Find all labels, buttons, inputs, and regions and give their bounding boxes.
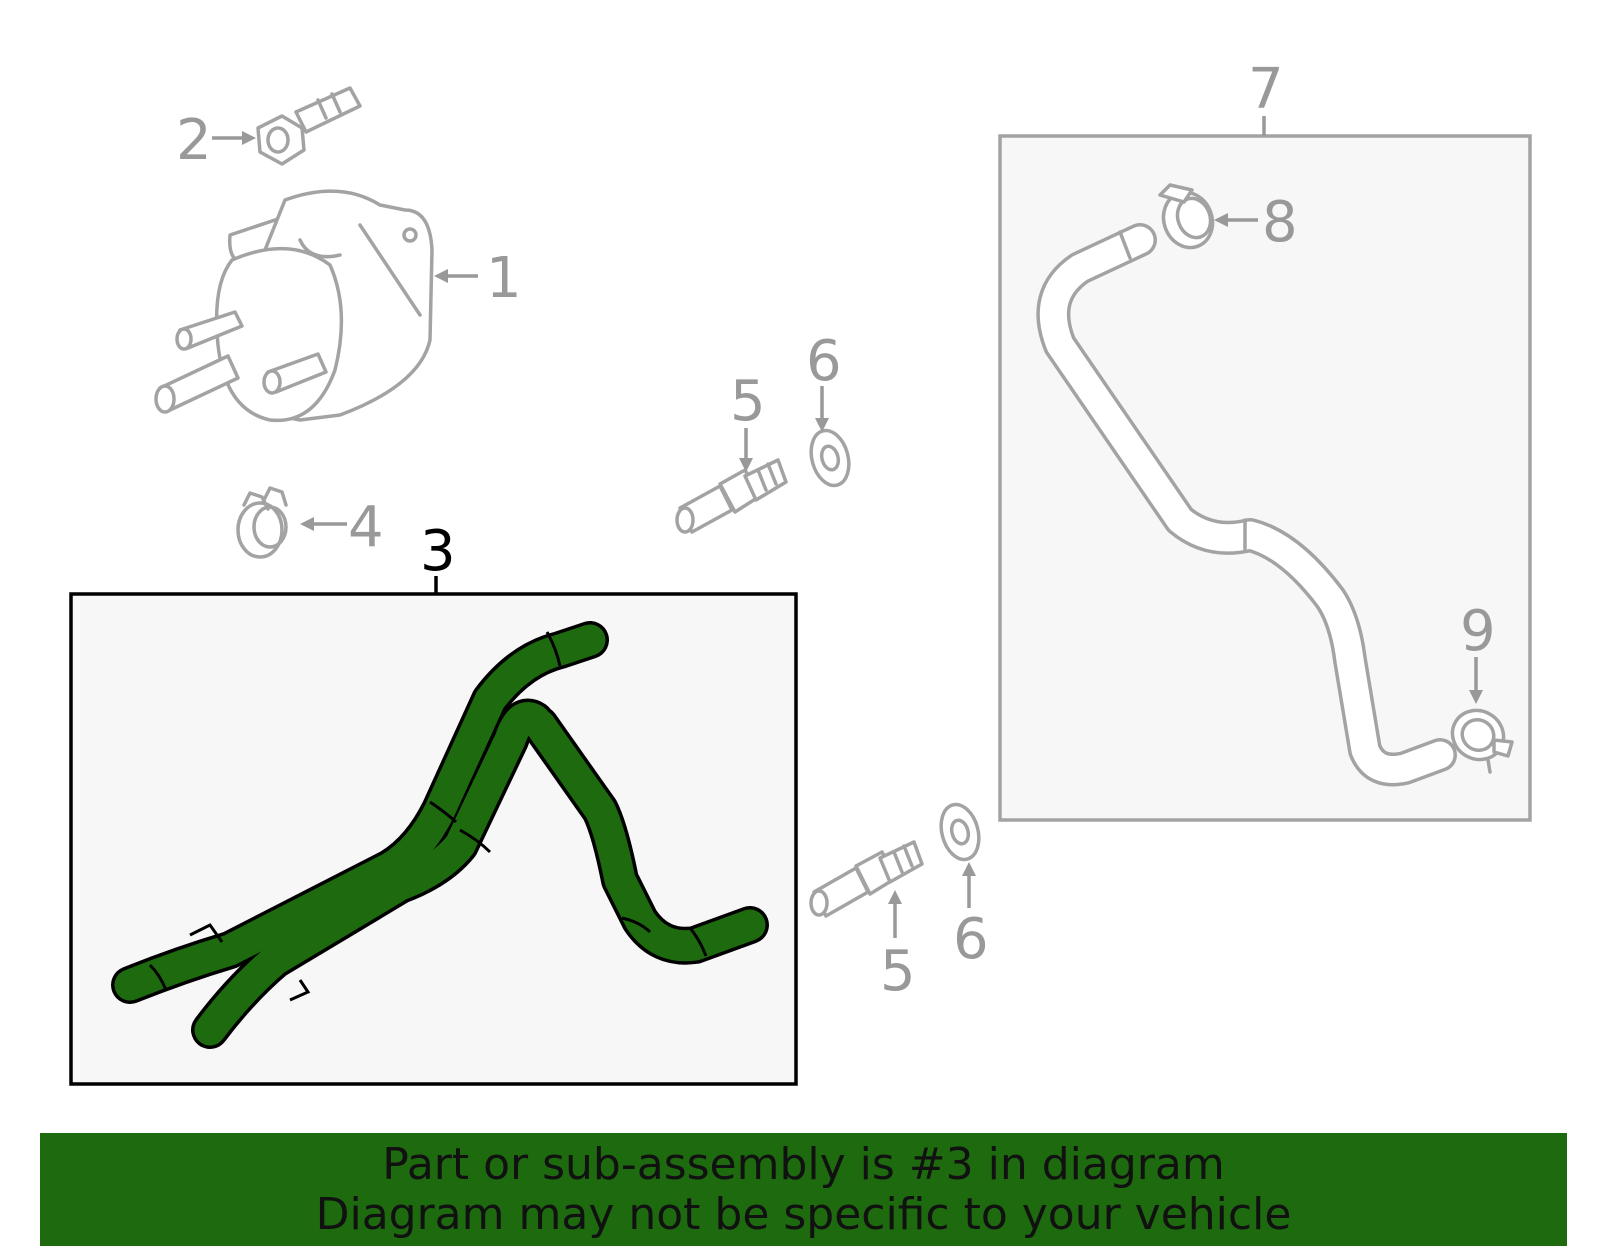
callout-4: 4 — [348, 495, 384, 560]
callout-7: 7 — [1248, 57, 1284, 122]
hose-assembly-part-7[interactable] — [998, 134, 1532, 822]
callout-6-upper: 6 — [806, 329, 842, 394]
callout-8: 8 — [1262, 190, 1298, 255]
clamp-part-4[interactable] — [236, 486, 288, 559]
callout-1: 1 — [486, 246, 522, 311]
clamp-part-9[interactable] — [1443, 701, 1514, 774]
oil-cooler-part-1[interactable] — [154, 189, 434, 423]
part-notice-banner: Part or sub-assembly is #3 in diagram Di… — [40, 1133, 1567, 1246]
washer-part-6-upper[interactable] — [805, 426, 854, 489]
hose-assembly-part-3[interactable] — [69, 592, 798, 1086]
callout-9: 9 — [1460, 599, 1496, 664]
bolt-part-2[interactable] — [256, 86, 362, 166]
callout-3: 3 — [420, 519, 456, 584]
callout-5-lower: 5 — [880, 939, 916, 1004]
callout-2: 2 — [176, 108, 212, 173]
banner-line-2: Diagram may not be specific to your vehi… — [315, 1188, 1292, 1240]
leader-lines — [212, 116, 1483, 938]
callout-5-upper: 5 — [730, 369, 766, 434]
clamp-part-8[interactable] — [1156, 183, 1220, 255]
washer-part-6-lower[interactable] — [935, 800, 984, 863]
callout-6-lower: 6 — [953, 907, 989, 972]
fitting-part-5-lower[interactable] — [809, 840, 924, 918]
banner-line-1: Part or sub-assembly is #3 in diagram — [382, 1138, 1225, 1190]
fitting-part-5-upper[interactable] — [675, 458, 788, 534]
